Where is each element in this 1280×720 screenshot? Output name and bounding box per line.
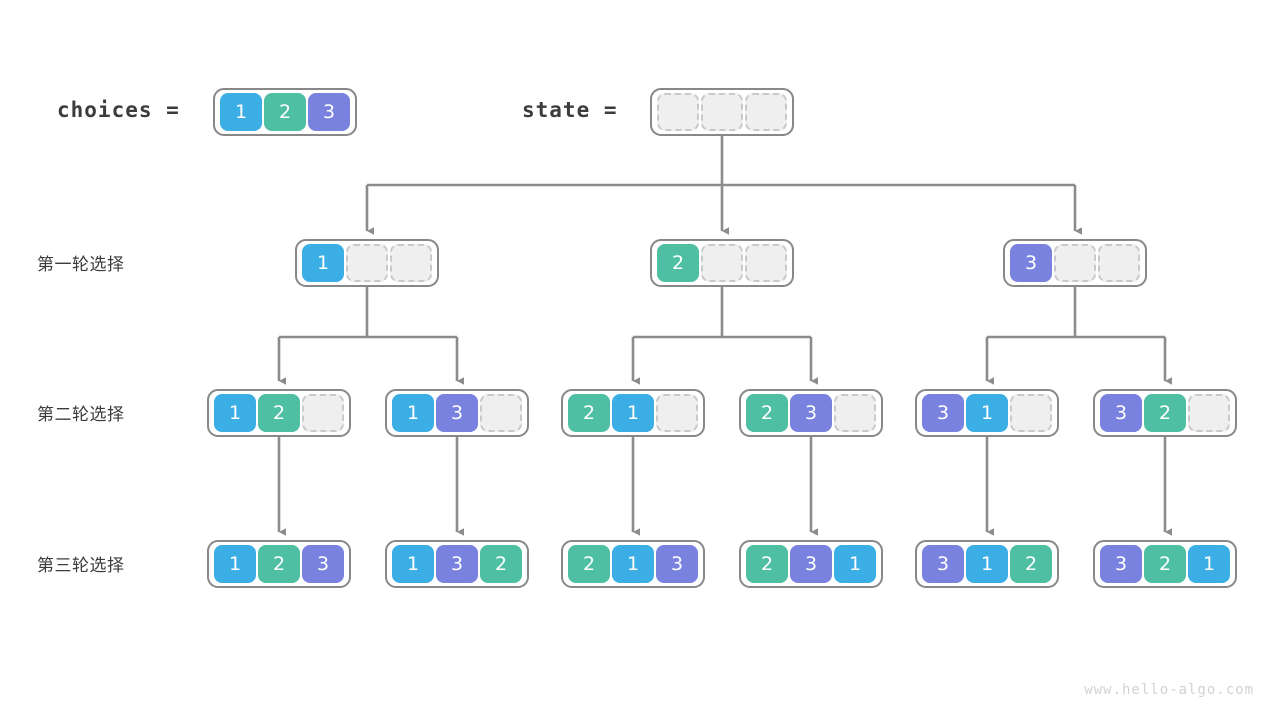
round3-node-3-cell-0: 2 xyxy=(746,545,788,583)
round2-node-4-cell-2 xyxy=(1010,394,1052,432)
round3-node-5-cell-2: 1 xyxy=(1188,545,1230,583)
round2-node-0: 1 2 xyxy=(207,389,351,437)
round2-node-5: 3 2 xyxy=(1093,389,1237,437)
round3-node-0-cell-2: 3 xyxy=(302,545,344,583)
round1-node-2-cell-0: 3 xyxy=(1010,244,1052,282)
round2-node-4: 3 1 xyxy=(915,389,1059,437)
round3-node-2: 2 1 3 xyxy=(561,540,705,588)
round3-node-5-cell-1: 2 xyxy=(1144,545,1186,583)
round3-node-0-cell-1: 2 xyxy=(258,545,300,583)
round2-node-5-cell-1: 2 xyxy=(1144,394,1186,432)
round3-node-1: 1 3 2 xyxy=(385,540,529,588)
round2-node-5-cell-2 xyxy=(1188,394,1230,432)
round2-node-0-cell-2 xyxy=(302,394,344,432)
round1-node-0-cell-1 xyxy=(346,244,388,282)
round3-node-4: 3 1 2 xyxy=(915,540,1059,588)
round2-node-1-cell-0: 1 xyxy=(392,394,434,432)
round2-node-3-cell-1: 3 xyxy=(790,394,832,432)
choices-cell-0: 1 xyxy=(220,93,262,131)
round1-node-1-cell-2 xyxy=(745,244,787,282)
round2-node-1: 1 3 xyxy=(385,389,529,437)
round1-node-1-cell-1 xyxy=(701,244,743,282)
state-label: state = xyxy=(522,98,618,122)
state-cell-1 xyxy=(701,93,743,131)
round3-node-3: 2 3 1 xyxy=(739,540,883,588)
state-cell-2 xyxy=(745,93,787,131)
round2-node-1-cell-2 xyxy=(480,394,522,432)
round3-node-4-cell-0: 3 xyxy=(922,545,964,583)
round2-node-3: 2 3 xyxy=(739,389,883,437)
round1-node-1: 2 xyxy=(650,239,794,287)
round1-node-2-cell-1 xyxy=(1054,244,1096,282)
round3-node-3-cell-1: 3 xyxy=(790,545,832,583)
round1-node-0-cell-0: 1 xyxy=(302,244,344,282)
round3-node-2-cell-2: 3 xyxy=(656,545,698,583)
round1-node-2-cell-2 xyxy=(1098,244,1140,282)
round3-node-2-cell-0: 2 xyxy=(568,545,610,583)
round2-node-4-cell-1: 1 xyxy=(966,394,1008,432)
row-label-round-1: 第一轮选择 xyxy=(37,255,125,275)
round3-node-5-cell-0: 3 xyxy=(1100,545,1142,583)
choices-label: choices = xyxy=(57,98,180,122)
round3-node-1-cell-2: 2 xyxy=(480,545,522,583)
round3-node-0-cell-0: 1 xyxy=(214,545,256,583)
round3-node-3-cell-2: 1 xyxy=(834,545,876,583)
round1-node-0: 1 xyxy=(295,239,439,287)
round3-node-1-cell-0: 1 xyxy=(392,545,434,583)
round2-node-5-cell-0: 3 xyxy=(1100,394,1142,432)
round3-node-1-cell-1: 3 xyxy=(436,545,478,583)
round2-node-0-cell-0: 1 xyxy=(214,394,256,432)
round2-node-0-cell-1: 2 xyxy=(258,394,300,432)
round2-node-3-cell-0: 2 xyxy=(746,394,788,432)
round2-node-2-cell-0: 2 xyxy=(568,394,610,432)
round2-node-3-cell-2 xyxy=(834,394,876,432)
round2-node-4-cell-0: 3 xyxy=(922,394,964,432)
row-label-round-2: 第二轮选择 xyxy=(37,405,125,425)
round3-node-4-cell-1: 1 xyxy=(966,545,1008,583)
round2-node-2: 2 1 xyxy=(561,389,705,437)
row-label-round-3: 第三轮选择 xyxy=(37,556,125,576)
round3-node-2-cell-1: 1 xyxy=(612,545,654,583)
round3-node-5: 3 2 1 xyxy=(1093,540,1237,588)
choices-cell-2: 3 xyxy=(308,93,350,131)
state-array xyxy=(650,88,794,136)
state-cell-0 xyxy=(657,93,699,131)
round1-node-1-cell-0: 2 xyxy=(657,244,699,282)
choices-cell-1: 2 xyxy=(264,93,306,131)
round1-node-0-cell-2 xyxy=(390,244,432,282)
choices-array: 1 2 3 xyxy=(213,88,357,136)
round1-node-2: 3 xyxy=(1003,239,1147,287)
round2-node-2-cell-2 xyxy=(656,394,698,432)
round2-node-1-cell-1: 3 xyxy=(436,394,478,432)
round3-node-0: 1 2 3 xyxy=(207,540,351,588)
round2-node-2-cell-1: 1 xyxy=(612,394,654,432)
round3-node-4-cell-2: 2 xyxy=(1010,545,1052,583)
site-watermark: www.hello-algo.com xyxy=(1084,682,1254,698)
